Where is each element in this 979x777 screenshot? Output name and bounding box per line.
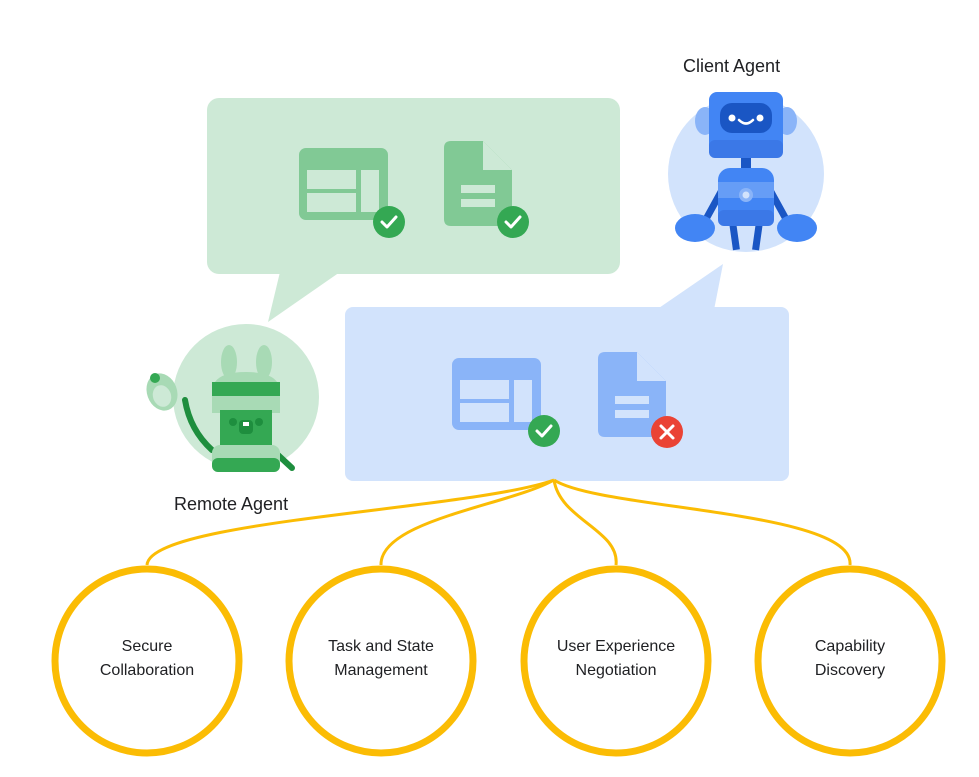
client-agent-label: Client Agent — [683, 56, 781, 76]
connector-line — [379, 478, 555, 566]
document-icon — [598, 352, 666, 437]
check-badge-icon — [528, 415, 560, 447]
table-layout-icon — [299, 148, 388, 220]
connector-line — [553, 478, 852, 566]
capability-label-line1: User Experience — [556, 638, 676, 655]
client-message-bubble — [345, 264, 789, 481]
client-agent-avatar — [668, 92, 824, 252]
capability-circle — [520, 565, 712, 757]
capability-label-line2: Negotiation — [575, 662, 657, 679]
check-badge-icon — [373, 206, 405, 238]
client-bubble-tail — [656, 264, 723, 310]
capability-circles — [51, 565, 946, 757]
check-badge-icon — [497, 206, 529, 238]
connector-line — [145, 478, 555, 566]
capability-circle — [285, 565, 477, 757]
remote-agent-avatar — [146, 324, 319, 472]
capability-label-line2: Discovery — [814, 662, 886, 679]
connector-lines — [145, 478, 852, 566]
remote-message-bubble — [207, 98, 620, 322]
document-icon — [444, 141, 512, 226]
capability-label-line1: Capability — [814, 638, 886, 655]
remote-bubble-tail — [268, 272, 340, 322]
capability-circle — [754, 565, 946, 757]
table-layout-icon — [452, 358, 541, 430]
capability-label-line2: Management — [334, 662, 428, 679]
capability-label-line1: Task and State — [328, 638, 434, 655]
capability-circle — [51, 565, 243, 757]
capability-label-line2: Collaboration — [99, 662, 195, 679]
error-badge-icon — [651, 416, 683, 448]
remote-agent-label: Remote Agent — [174, 494, 289, 514]
capability-label-line1: Secure — [121, 638, 173, 655]
connector-line — [552, 479, 618, 566]
